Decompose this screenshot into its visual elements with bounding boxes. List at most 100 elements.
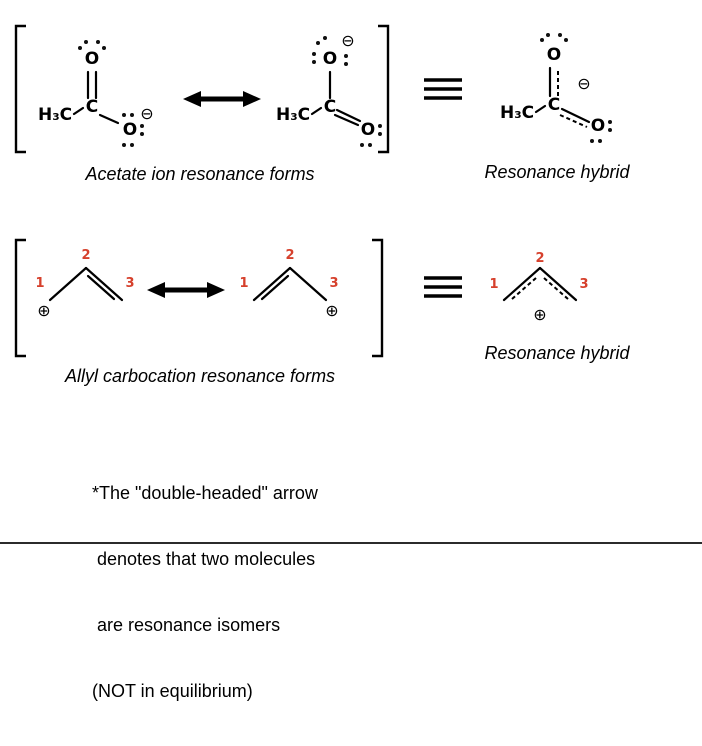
- minus-charge-icon: ⊖: [341, 31, 354, 50]
- lone-pair-dot: [564, 38, 568, 42]
- carbon-number-2: 2: [535, 251, 544, 266]
- minus-charge-icon: ⊖: [577, 74, 590, 93]
- carbon-number-3: 3: [329, 276, 338, 291]
- double-bond-inner-line: [260, 274, 290, 301]
- lone-pair-dot: [608, 120, 612, 124]
- bond-c2-c3: [84, 266, 124, 302]
- lone-pair-dot: [590, 139, 594, 143]
- oxygen-top-label: O: [547, 45, 561, 65]
- acetate-form-2: H₃C C O ⊖ O: [276, 31, 382, 147]
- bond-c-o: [98, 113, 120, 125]
- partial-bond-dashed: [511, 277, 537, 300]
- bond-ch3-c: [534, 104, 547, 114]
- lone-pair-dot: [316, 41, 320, 45]
- arrow-head-left: [147, 282, 165, 298]
- lone-pair-dot: [96, 40, 100, 44]
- footnote-line: are resonance isomers: [92, 615, 281, 635]
- bottom-divider: [0, 542, 702, 544]
- minus-charge-icon: ⊖: [140, 104, 153, 123]
- carbon-label: C: [548, 95, 560, 115]
- lone-pair-dot: [84, 40, 88, 44]
- acetate-section: H₃C C O O ⊖: [14, 24, 612, 154]
- oxygen-right-label: O: [123, 120, 137, 140]
- arrow-head-right: [243, 91, 261, 107]
- bond-c2-c3: [288, 266, 328, 302]
- acetate-form-1: H₃C C O O ⊖: [38, 40, 154, 147]
- allyl-hybrid: 1 2 3 ⊕: [489, 251, 588, 324]
- equivalence-sign: [424, 276, 462, 298]
- methyl-label: H₃C: [38, 105, 72, 125]
- lone-pair-dot: [546, 33, 550, 37]
- methyl-label: H₃C: [500, 103, 534, 123]
- lone-pair-dot: [323, 36, 327, 40]
- footnote-line: denotes that two molecules: [92, 549, 316, 569]
- lone-pair-dot: [368, 143, 372, 147]
- partial-bond-dashed: [543, 277, 569, 300]
- carbon-number-2: 2: [81, 248, 90, 263]
- lone-pair-dot: [312, 60, 316, 64]
- lone-pair-dot: [122, 113, 126, 117]
- lone-pair-dot: [540, 38, 544, 42]
- footnote: *The "double-headed" arrow denotes that …: [92, 438, 318, 746]
- methyl-label: H₃C: [276, 105, 310, 125]
- acetate-hybrid: H₃C C O ⊖ O: [500, 33, 612, 143]
- right-bracket: [378, 24, 390, 154]
- footnote-line: *The "double-headed" arrow: [92, 483, 318, 503]
- lone-pair-dot: [378, 132, 382, 136]
- oxygen-top-label: O: [323, 49, 337, 69]
- plus-charge-icon: ⊕: [37, 301, 50, 320]
- lone-pair-dot: [130, 143, 134, 147]
- left-bracket: [14, 238, 26, 358]
- carbon-number-1: 1: [489, 277, 498, 292]
- allyl-form-1: 1 2 3 ⊕: [35, 248, 134, 320]
- lone-pair-dot: [102, 46, 106, 50]
- right-bracket: [372, 238, 384, 358]
- lone-pair-dot: [598, 139, 602, 143]
- allyl-caption: Allyl carbocation resonance forms: [64, 366, 336, 386]
- lone-pair-dot: [608, 128, 612, 132]
- partial-bond-dashed: [559, 114, 588, 128]
- lone-pair-dot: [312, 52, 316, 56]
- double-bond-line: [333, 113, 360, 127]
- lone-pair-dot: [140, 132, 144, 136]
- plus-charge-icon: ⊕: [533, 305, 546, 324]
- carbon-number-1: 1: [239, 276, 248, 291]
- acetate-hybrid-caption: Resonance hybrid: [484, 162, 630, 182]
- partial-bond-solid: [560, 107, 591, 124]
- resonance-diagram: H₃C C O O ⊖: [0, 24, 702, 701]
- double-bond-inner-line: [86, 274, 116, 301]
- arrow-head-right: [207, 282, 225, 298]
- structures-layer: H₃C C O O ⊖: [14, 24, 612, 358]
- oxygen-right-label: O: [361, 120, 375, 140]
- resonance-arrow: [183, 91, 261, 107]
- bond-c1-c2: [252, 266, 292, 302]
- bond-c1-c2: [502, 266, 542, 302]
- carbon-number-2: 2: [285, 248, 294, 263]
- lone-pair-dot: [378, 124, 382, 128]
- bond-c1-c2: [48, 266, 88, 302]
- bond-ch3-c: [72, 106, 85, 116]
- carbon-number-3: 3: [579, 277, 588, 292]
- lone-pair-dot: [78, 46, 82, 50]
- lone-pair-dot: [344, 54, 348, 58]
- oxygen-top-label: O: [85, 49, 99, 69]
- bond-ch3-c: [310, 106, 323, 116]
- carbon-label: C: [324, 97, 336, 117]
- lone-pair-dot: [360, 143, 364, 147]
- acetate-caption: Acetate ion resonance forms: [85, 164, 315, 184]
- left-bracket: [14, 24, 26, 154]
- arrow-head-left: [183, 91, 201, 107]
- bond-c2-c3: [538, 266, 578, 302]
- double-bond-line: [335, 108, 362, 123]
- plus-charge-icon: ⊕: [325, 301, 338, 320]
- lone-pair-dot: [558, 33, 562, 37]
- footnote-line: (NOT in equilibrium): [92, 681, 253, 701]
- lone-pair-dot: [122, 143, 126, 147]
- resonance-arrow: [147, 282, 225, 298]
- carbon-number-1: 1: [35, 276, 44, 291]
- allyl-hybrid-caption: Resonance hybrid: [484, 343, 630, 363]
- oxygen-right-label: O: [591, 116, 605, 136]
- carbon-number-3: 3: [125, 276, 134, 291]
- allyl-form-2: 1 2 3 ⊕: [239, 248, 338, 320]
- lone-pair-dot: [130, 113, 134, 117]
